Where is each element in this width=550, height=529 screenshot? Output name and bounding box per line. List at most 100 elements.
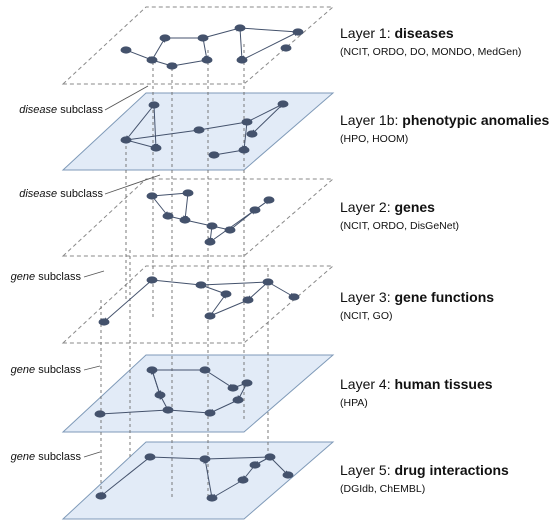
subclass-connector-3 (83, 270, 105, 278)
subclass-label-5: gene subclass (11, 451, 82, 463)
layer-4-name: human tissues (394, 376, 492, 392)
subclass-label-1: disease subclass (19, 104, 103, 116)
edge-layer-3-1 (151, 190, 189, 197)
layer-label-4: Layer 4: human tissues (HPA) (340, 376, 493, 409)
layer-label-1b: Layer 1b: phenotypic anomalies (HPO, HOO… (340, 112, 550, 145)
node-layer-3-2 (182, 189, 194, 197)
layer-4-sources: (HPA) (340, 397, 368, 409)
node-layer-2-8 (208, 151, 220, 159)
edge-layer-6-6 (211, 479, 244, 499)
layer-5-name: drug interactions (394, 462, 509, 478)
node-layer-4-4 (288, 293, 300, 301)
subclass-label-3: gene subclass (11, 271, 82, 283)
node-layer-1-10 (280, 44, 292, 52)
edge-layer-1-4 (202, 37, 209, 61)
node-layer-6-2 (199, 455, 211, 463)
node-layer-2-5 (241, 118, 253, 126)
layer-label-5: Layer 5: drug interactions (DGIdb, ChEMB… (340, 462, 509, 495)
layer-label-1: Layer 1: diseases (NCIT, ORDO, DO, MONDO… (340, 25, 521, 58)
edge-layer-1-5 (171, 59, 208, 68)
node-layer-2-7 (238, 146, 250, 154)
layer-5-sources: (DGIdb, ChEMBL) (340, 483, 425, 495)
node-layer-6-4 (282, 471, 294, 479)
edge-layer-5-6 (167, 407, 211, 414)
node-layer-6-3 (264, 453, 276, 461)
layer-3-prefix: Layer 3: (340, 289, 394, 305)
edge-layer-3-2 (151, 195, 169, 217)
edge-layer-6-7 (203, 458, 213, 499)
node-layer-6-6 (206, 494, 218, 502)
layer-2-sources: (NCIT, ORDO, DisGeNet) (340, 220, 459, 232)
node-layer-1-3 (197, 34, 209, 42)
edge-layer-1-8 (239, 27, 245, 61)
svg-text:Layer 1b: phenotypic anomalies: Layer 1b: phenotypic anomalies (340, 112, 550, 128)
node-layer-6-5 (237, 476, 249, 484)
node-layer-2-9 (246, 130, 258, 138)
node-layer-3-7 (263, 196, 275, 204)
subclass-connector-5 (83, 451, 101, 458)
layer-3-name: gene functions (394, 289, 494, 305)
layer-label-2: Layer 2: genes (NCIT, ORDO, DisGeNet) (340, 199, 459, 232)
svg-text:Layer 1: diseases: Layer 1: diseases (340, 25, 454, 41)
edge-layer-6-1 (149, 456, 206, 462)
layer-5-prefix: Layer 5: (340, 462, 394, 478)
layer-plane-4 (61, 265, 335, 344)
edge-layer-4-1 (151, 279, 202, 288)
node-layer-5-8 (154, 391, 166, 399)
edge-layer-6-8 (100, 456, 151, 497)
node-layer-5-9 (232, 396, 244, 404)
layer-3-sources: (NCIT, GO) (340, 310, 393, 322)
node-layer-2-6 (277, 100, 289, 108)
subclass-label-4: gene subclass (11, 364, 82, 376)
node-layer-3-8 (249, 206, 261, 214)
node-layer-5-1 (146, 366, 158, 374)
node-layer-1-6 (236, 56, 248, 64)
node-layer-2-4 (193, 126, 205, 134)
layer-1-sources: (NCIT, ORDO, DO, MONDO, MedGen) (340, 46, 521, 58)
node-layer-3-1 (146, 192, 158, 200)
node-layer-6-1 (144, 453, 156, 461)
svg-text:Layer 2: genes: Layer 2: genes (340, 199, 435, 215)
layer-label-3: Layer 3: gene functions (NCIT, GO) (340, 289, 494, 322)
node-layer-4-6 (204, 312, 216, 320)
node-layer-2-3 (150, 144, 162, 152)
node-layer-4-8 (220, 290, 232, 298)
edge-layer-6-2 (204, 454, 271, 460)
svg-text:Layer 3: gene functions: Layer 3: gene functions (340, 289, 494, 305)
svg-text:Layer 5: drug interactions: Layer 5: drug interactions (340, 462, 509, 478)
edge-layer-2-5 (198, 120, 248, 131)
node-layer-4-2 (195, 281, 207, 289)
node-layer-6-7 (95, 492, 107, 500)
layer-plane-1 (61, 6, 335, 85)
edge-layer-2-4 (125, 128, 200, 141)
node-layer-2-1 (148, 101, 160, 109)
node-layer-3-6 (204, 238, 216, 246)
node-layer-1-4 (234, 24, 246, 32)
edge-layer-5-10 (151, 369, 162, 396)
node-layer-5-7 (94, 410, 106, 418)
node-layer-1-7 (201, 56, 213, 64)
layer-1-prefix: Layer 1: (340, 25, 394, 41)
node-layer-2-2 (120, 136, 132, 144)
edge-layer-1-2 (151, 37, 166, 61)
edge-layer-3-10 (182, 192, 189, 221)
node-layer-5-6 (162, 406, 174, 414)
node-layer-1-8 (166, 62, 178, 70)
node-layer-1-5 (292, 28, 304, 36)
layer-4-prefix: Layer 4: (340, 376, 394, 392)
node-layer-4-3 (262, 278, 274, 286)
layer-1b-sources: (HPO, HOOM) (340, 133, 408, 145)
node-layer-3-4 (179, 216, 191, 224)
layer-1-name: diseases (394, 25, 453, 41)
edge-layer-4-3 (267, 281, 295, 298)
layer-plane-3 (61, 178, 335, 257)
edge-layer-2-6 (241, 121, 248, 151)
subclass-connector-4 (83, 365, 101, 371)
edge-layer-3-9 (209, 199, 270, 243)
node-layer-4-1 (146, 276, 158, 284)
node-layer-3-5 (206, 222, 218, 230)
edge-layer-4-4 (247, 281, 269, 301)
node-layer-5-2 (199, 366, 211, 374)
subclass-connector-2 (104, 174, 161, 195)
